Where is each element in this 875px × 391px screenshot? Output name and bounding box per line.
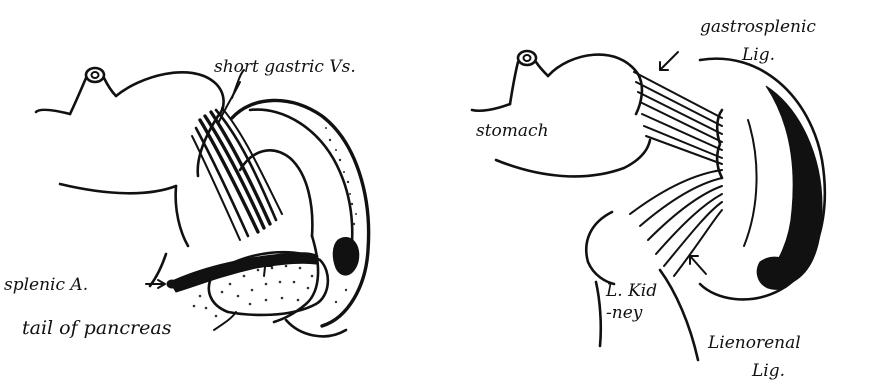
label-tail-of-pancreas: tail of pancreas [22, 317, 172, 339]
right-lienorenal-lines [630, 170, 722, 276]
label-kidney: L. Kid [605, 281, 657, 301]
left-leaders [146, 82, 240, 330]
label-short-gastric: short gastric Vs. [214, 57, 356, 77]
left-stomach-outline [36, 72, 224, 246]
label-kidney-cont: -ney [606, 303, 643, 323]
label-lienorenal: Lienorenal [707, 333, 801, 353]
right-stomach-outline [472, 55, 650, 177]
left-esophagus [70, 68, 116, 114]
label-splenic-artery: splenic A. [4, 275, 88, 295]
right-figure: gastrosplenic Lig. stomach L. Kid -ney L… [472, 17, 825, 381]
left-splenic-artery [150, 253, 318, 292]
left-figure: short gastric Vs. splenic A. tail of pan… [4, 57, 369, 339]
label-lienorenal-lig: Lig. [751, 361, 785, 381]
right-esophagus [510, 51, 548, 104]
label-stomach: stomach [476, 121, 549, 141]
label-gastrosplenic-lig: Lig. [741, 45, 775, 65]
label-gastrosplenic: gastrosplenic [700, 17, 816, 37]
left-short-gastric-vessels [192, 70, 282, 240]
